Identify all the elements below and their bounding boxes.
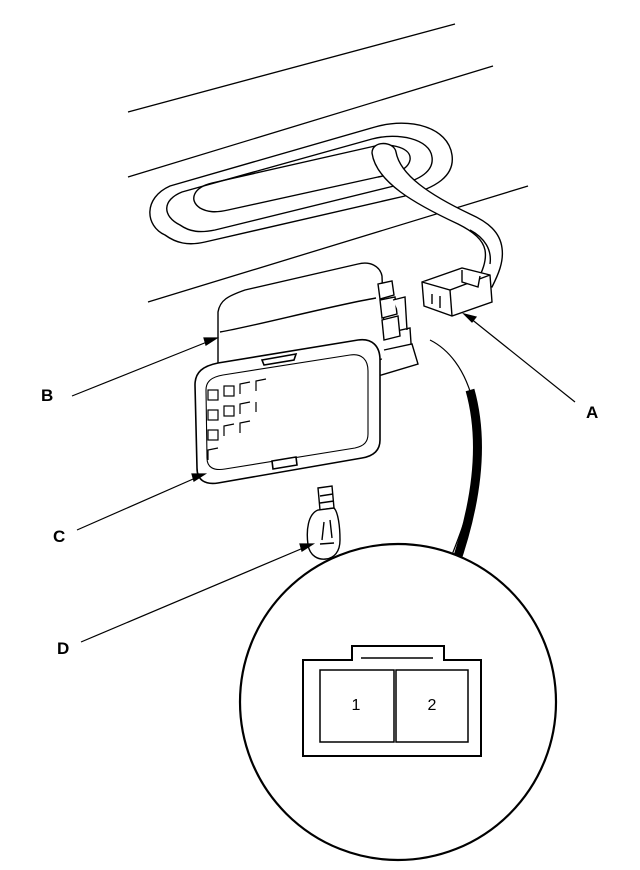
callout-c: C <box>53 527 65 546</box>
headliner-panel <box>127 23 529 303</box>
wire-harness <box>371 142 504 288</box>
callout-b: B <box>41 386 53 405</box>
leader-lines <box>71 312 576 643</box>
pin-1-cavity <box>319 669 395 743</box>
detail-lead <box>429 339 482 571</box>
lens-pattern <box>207 378 267 460</box>
pin-2-label: 2 <box>428 697 437 714</box>
connector-detail-view: 1 2 <box>238 542 558 862</box>
bulb-d <box>306 485 341 560</box>
light-opening <box>149 122 453 245</box>
callout-a: A <box>586 403 598 422</box>
connector-face <box>302 645 482 757</box>
callout-d: D <box>57 639 69 658</box>
pin-2-cavity <box>395 669 469 743</box>
pin-1-label: 1 <box>352 697 361 714</box>
connector-a <box>421 267 493 317</box>
lens-c <box>194 338 381 485</box>
